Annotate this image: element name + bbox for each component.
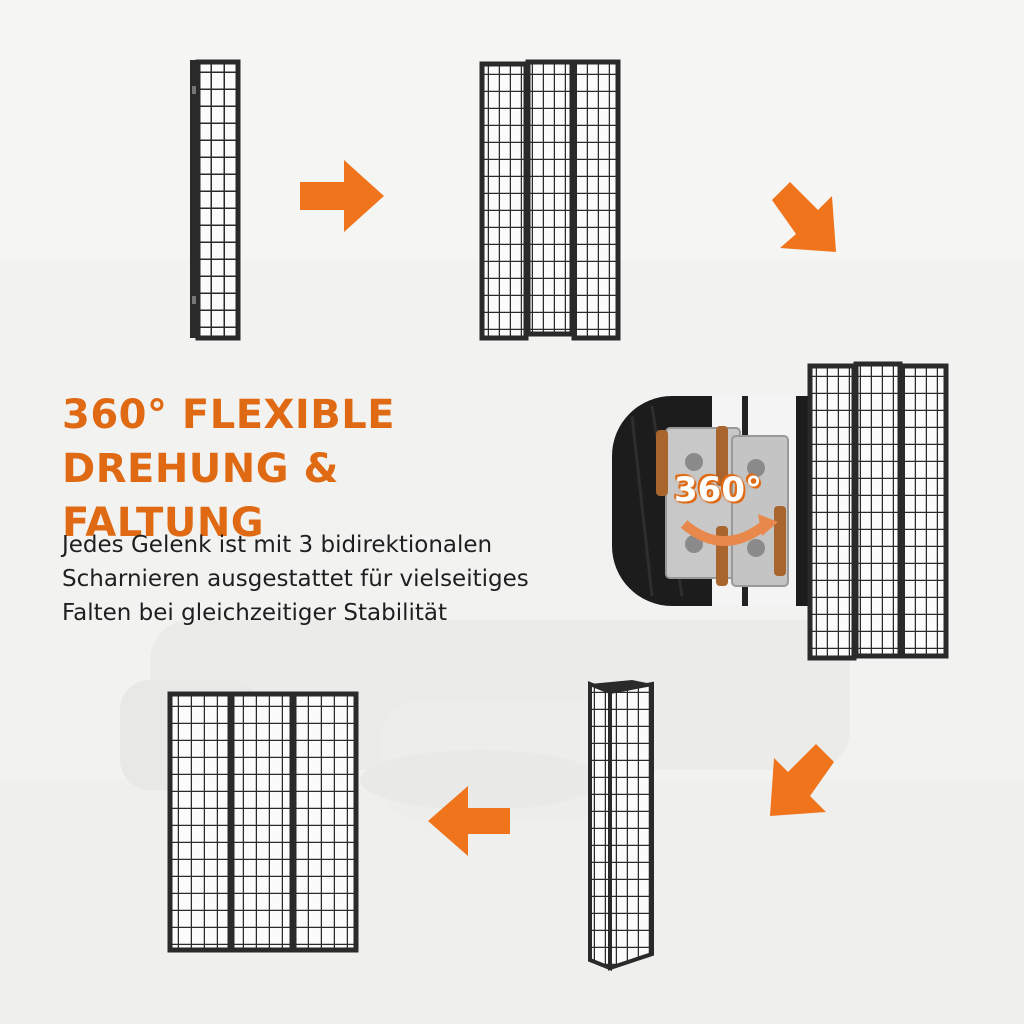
headline-line-1: 360° FLEXIBLE DREHUNG &	[62, 392, 396, 492]
hinge-closeup	[612, 396, 812, 606]
arrow-down-right-icon	[772, 182, 836, 252]
headline: 360° FLEXIBLE DREHUNG & FALTUNG	[62, 388, 502, 550]
description-line-3: Falten bei gleichzeitiger Stabilität	[62, 600, 448, 626]
description: Jedes Gelenk ist mit 3 bidirektionalen S…	[62, 528, 602, 630]
rotate-360-icon: 360°	[666, 466, 784, 556]
arrow-down-left-icon	[770, 744, 834, 816]
open-screen-final-figure	[167, 691, 359, 953]
arrow-left-icon	[428, 786, 510, 856]
open-screen-right-figure	[807, 361, 949, 661]
description-line-1: Jedes Gelenk ist mit 3 bidirektionalen	[62, 532, 493, 558]
description-line-2: Scharnieren ausgestattet für vielseitige…	[62, 566, 529, 592]
partially-open-screen-figure	[479, 59, 621, 341]
triangle-folded-screen-figure	[588, 680, 654, 971]
folded-screen-figure	[190, 59, 241, 341]
hinge-badge-label: 360°	[674, 470, 762, 510]
headline-line-2: FALTUNG	[62, 500, 265, 546]
arrow-right-icon	[300, 160, 384, 232]
